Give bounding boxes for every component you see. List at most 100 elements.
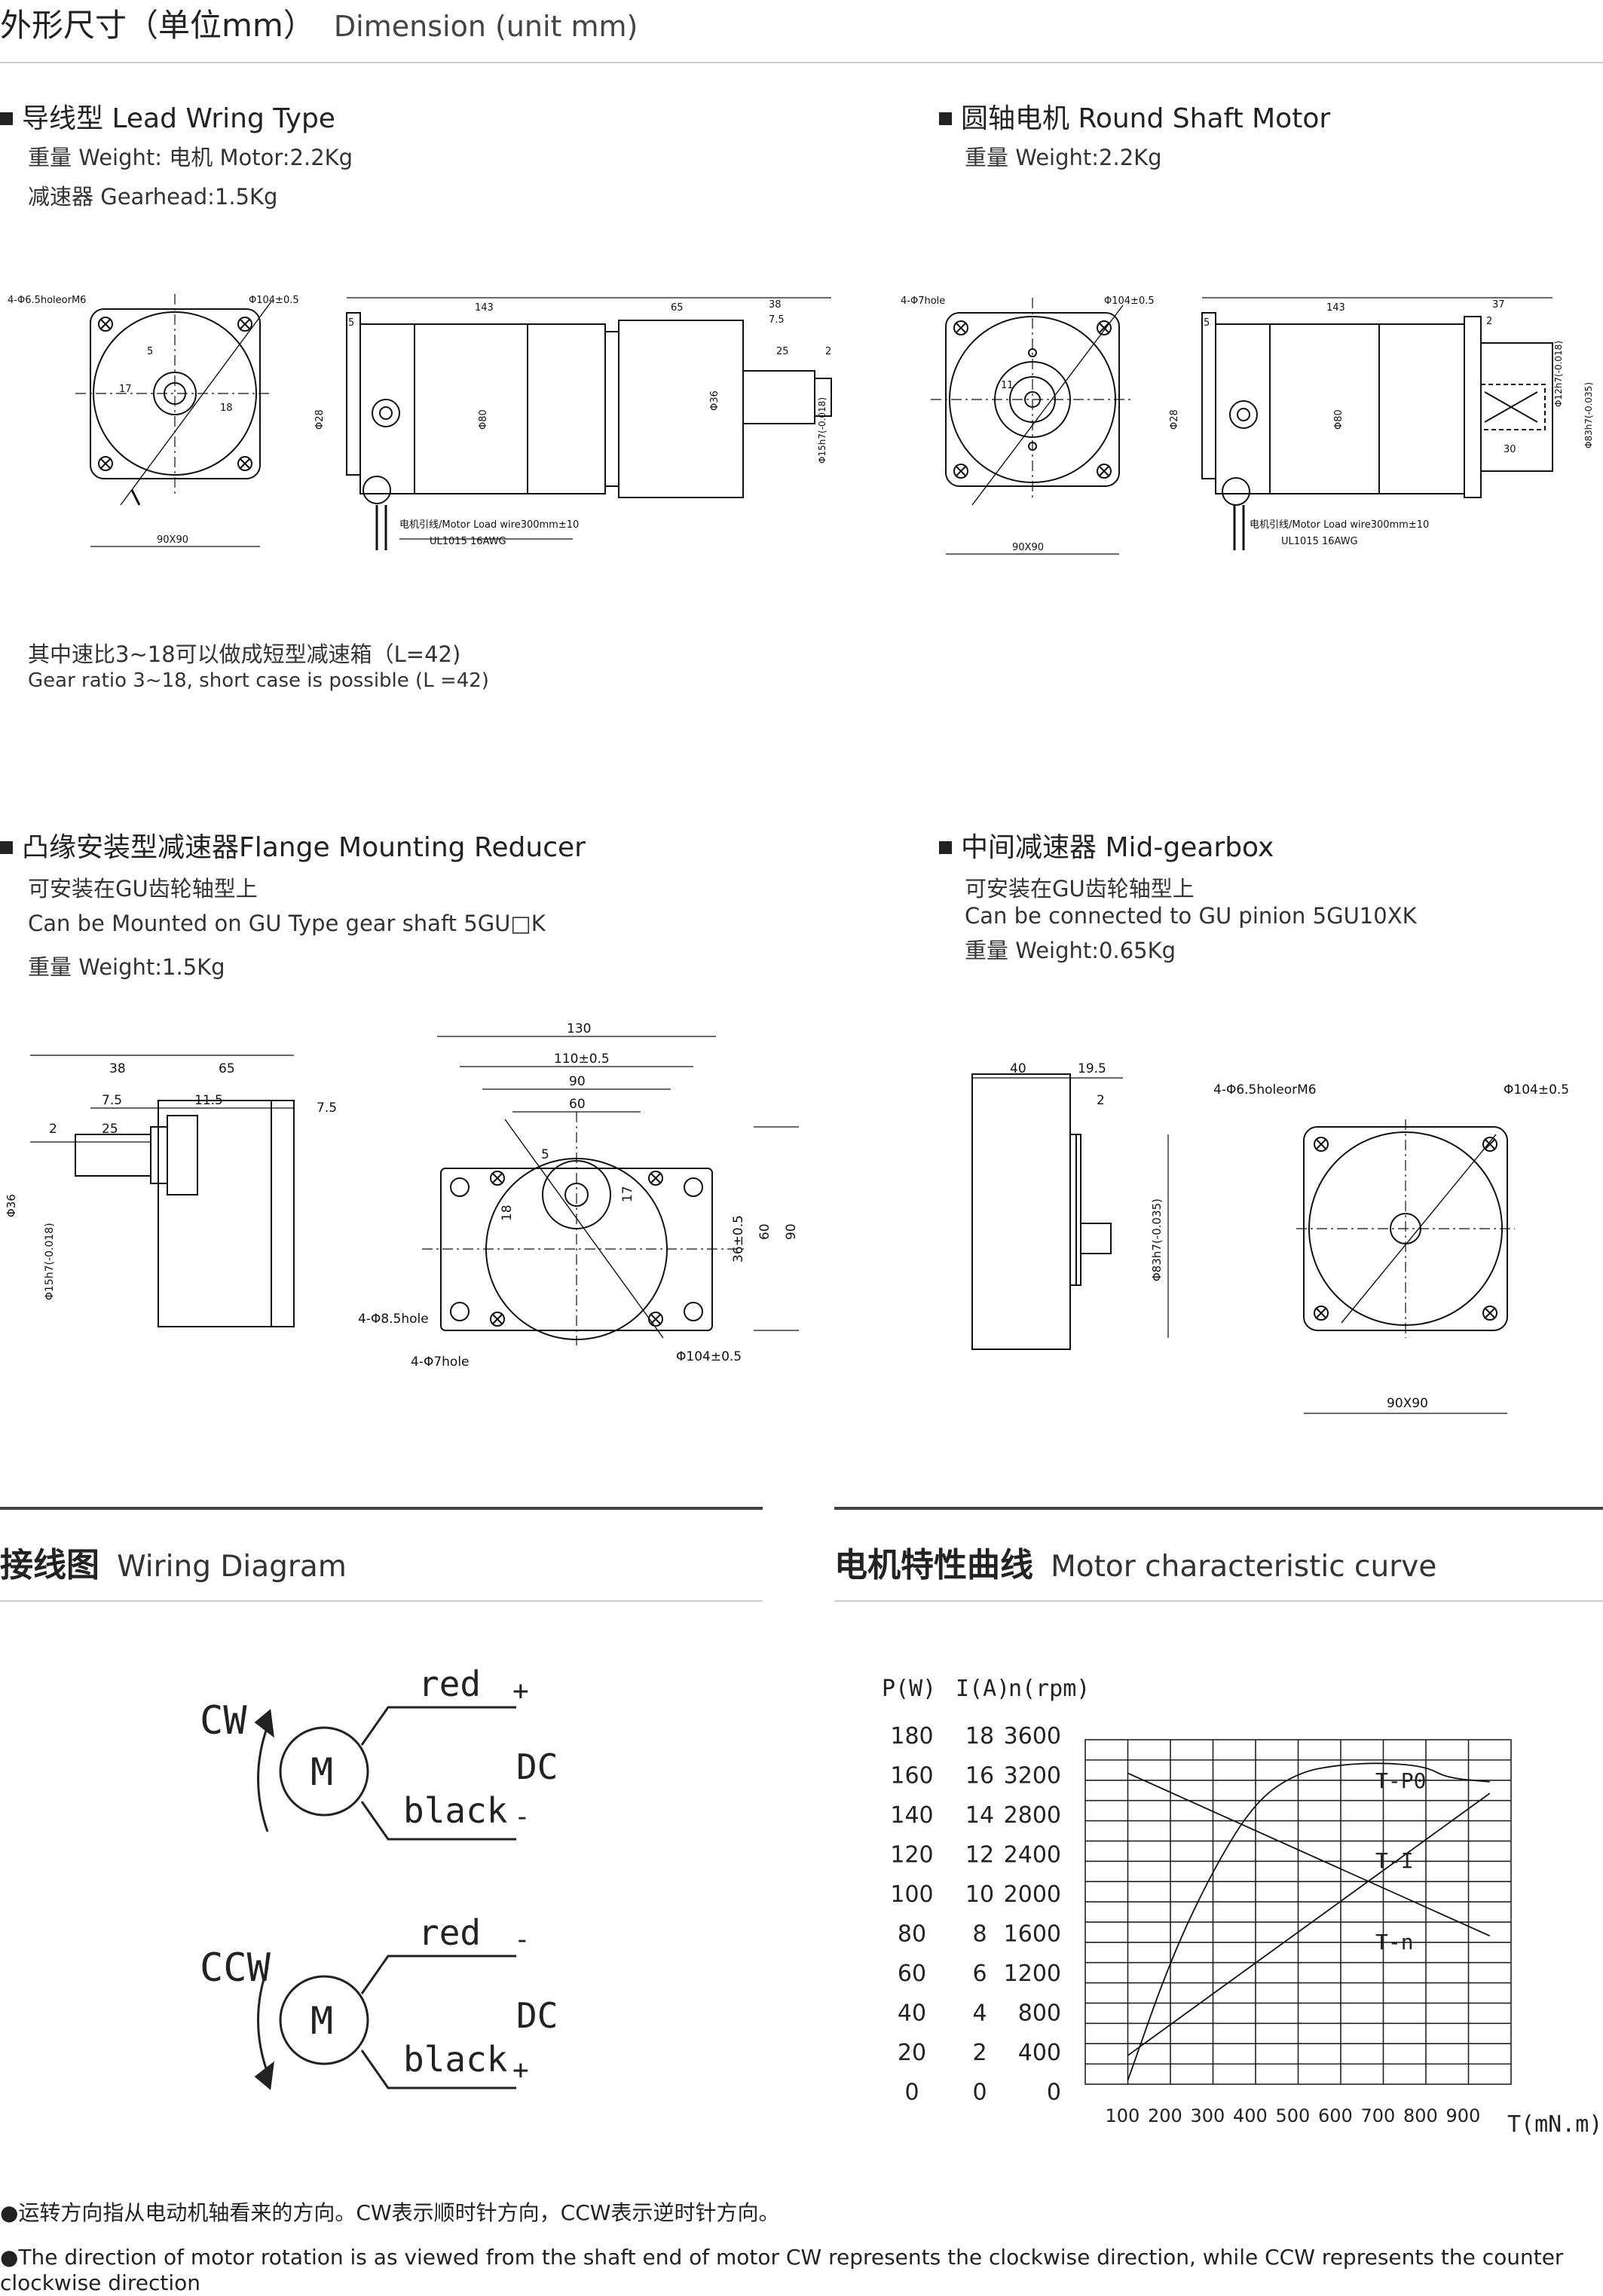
y-tick-i: 2 — [972, 2040, 987, 2066]
lead-wiring-title: 导线型 Lead Wring Type — [0, 96, 335, 136]
dim-holes: 4-Φ6.5holeorM6 — [8, 295, 86, 306]
round-shaft-title: 圆轴电机 Round Shaft Motor — [939, 96, 1330, 136]
svg-text:Φ83h7(-0.035): Φ83h7(-0.035) — [1150, 1199, 1164, 1281]
svg-text:36±0.5: 36±0.5 — [731, 1215, 746, 1263]
dim-wire: 电机引线/Motor Load wire300mm±10 — [399, 519, 579, 531]
mid-gearbox-weight: 重量 Weight:0.65Kg — [965, 938, 1176, 963]
x-tick: 200 — [1148, 2105, 1182, 2126]
series-t-i — [1127, 1792, 1491, 2056]
y-tick-i: 16 — [965, 1763, 994, 1789]
svg-text:7.5: 7.5 — [102, 1093, 122, 1108]
svg-text:18: 18 — [500, 1205, 515, 1221]
curve-top-rule — [834, 1507, 1603, 1510]
svg-text:2: 2 — [1097, 1093, 1105, 1108]
svg-text:Φ12h7(-0.018): Φ12h7(-0.018) — [1553, 341, 1564, 407]
svg-text:60: 60 — [569, 1097, 586, 1112]
series-t-p0 — [1127, 1762, 1490, 2081]
lead-wiring-weight-gear: 减速器 Gearhead:1.5Kg — [28, 184, 278, 210]
y-tick-n: 2400 — [1004, 1842, 1061, 1869]
cw-dc: DC — [516, 1746, 558, 1787]
label-t-n: T-n — [1375, 1930, 1414, 1955]
svg-text:90: 90 — [784, 1223, 799, 1240]
wiring-diagram: CW M red black + - DC CCW M red black - … — [200, 1664, 558, 2090]
svg-text:19.5: 19.5 — [1078, 1061, 1106, 1076]
y-tick-p: 60 — [898, 1961, 926, 1987]
svg-text:2: 2 — [825, 346, 831, 357]
y-tick-i: 12 — [965, 1842, 994, 1869]
y-tick-i: 4 — [972, 2001, 987, 2027]
svg-text:Φ15h7(-0.018): Φ15h7(-0.018) — [44, 1223, 56, 1300]
svg-text:Φ83h7(-0.035): Φ83h7(-0.035) — [1583, 382, 1594, 448]
svg-text:110±0.5: 110±0.5 — [554, 1052, 610, 1067]
wiring-heading-divider — [0, 1600, 763, 1602]
y-tick-n: 400 — [1018, 2040, 1061, 2066]
mid-gearbox-line1: 可安装在GU齿轮轴型上 — [965, 876, 1195, 902]
lead-wiring-drawing: 4-Φ6.5holeorM6 Φ104±0.5 5 17 18 90X90 14… — [8, 294, 832, 550]
y-tick-i: 18 — [965, 1723, 994, 1750]
y-tick-n: 3200 — [1004, 1763, 1061, 1789]
svg-text:17: 17 — [119, 384, 132, 395]
flange-drawing: 38 65 7.5 11.5 7.5 2 25 Φ36 Φ15h7(-0.018… — [5, 1021, 799, 1370]
svg-text:130: 130 — [567, 1021, 591, 1036]
svg-text:38: 38 — [109, 1061, 126, 1076]
y-tick-p: 80 — [898, 1921, 926, 1948]
svg-text:4-Φ8.5hole: 4-Φ8.5hole — [358, 1312, 429, 1327]
svg-text:Φ80: Φ80 — [478, 409, 489, 430]
svg-text:5: 5 — [1204, 317, 1210, 329]
svg-text:Φ36: Φ36 — [709, 390, 720, 411]
svg-text:电机引线/Motor Load wire300mm±10: 电机引线/Motor Load wire300mm±10 — [1250, 519, 1429, 531]
svg-text:5: 5 — [348, 317, 354, 329]
y-tick-p: 140 — [890, 1802, 933, 1829]
y-tick-n: 3600 — [1004, 1723, 1061, 1750]
x-tick: 800 — [1403, 2105, 1438, 2126]
ccw-motor: M — [311, 1999, 333, 2043]
x-tick: 100 — [1106, 2105, 1140, 2126]
ccw-black-label: black — [403, 2039, 507, 2080]
mid-gearbox-drawing: 40 19.5 2 Φ83h7(-0.035) 4-Φ6.5holeorM6 Φ… — [971, 1061, 1569, 1414]
curve-heading: 电机特性曲线 Motor characteristic curve — [834, 1538, 1436, 1586]
ccw-label: CCW — [200, 1945, 271, 1991]
svg-text:7.5: 7.5 — [317, 1101, 337, 1116]
footer-note-cn: ●运转方向指从电动机轴看来的方向。CW表示顺时针方向，CCW表示逆时针方向。 — [0, 2200, 780, 2225]
round-shaft-weight: 重量 Weight:2.2Kg — [965, 145, 1162, 170]
svg-text:Φ28: Φ28 — [314, 409, 326, 430]
svg-text:Φ36: Φ36 — [5, 1194, 18, 1217]
svg-text:30: 30 — [1504, 444, 1516, 455]
svg-text:Φ15h7(-0.018): Φ15h7(-0.018) — [817, 397, 828, 464]
y-tick-i: 8 — [972, 1921, 987, 1948]
lead-wiring-weight-motor: 重量 Weight: 电机 Motor:2.2Kg — [28, 145, 353, 170]
flange-weight: 重量 Weight:1.5Kg — [28, 954, 225, 980]
svg-text:4-Φ6.5holeorM6: 4-Φ6.5holeorM6 — [1213, 1082, 1317, 1097]
cw-black-label: black — [403, 1790, 507, 1831]
svg-text:4-Φ7hole: 4-Φ7hole — [901, 295, 945, 307]
svg-text:65: 65 — [219, 1061, 235, 1076]
hdr-p: P(W) — [882, 1676, 936, 1702]
y-tick-n: 2000 — [1004, 1881, 1061, 1908]
ccw-bot-sign: + — [512, 2055, 529, 2086]
y-tick-i: 6 — [972, 1961, 987, 1987]
mid-gearbox-line2: Can be connected to GU pinion 5GU10XK — [965, 903, 1417, 929]
x-tick: 700 — [1361, 2105, 1396, 2126]
curve-title-en: Motor characteristic curve — [1051, 1550, 1437, 1584]
cw-red-label: red — [418, 1664, 481, 1704]
y-tick-n: 1200 — [1004, 1961, 1061, 1987]
y-tick-n: 0 — [1047, 2080, 1061, 2106]
cw-label: CW — [200, 1698, 247, 1743]
wiring-top-rule — [0, 1507, 763, 1510]
svg-text:UL1015 16AWG: UL1015 16AWG — [1281, 536, 1358, 547]
ccw-red-label: red — [418, 1912, 481, 1953]
y-tick-p: 180 — [890, 1723, 933, 1750]
header-divider — [0, 62, 1603, 63]
footer-note-en: ●The direction of motor rotation is as v… — [0, 2245, 1564, 2295]
label-t-p0: T-P0 — [1375, 1768, 1426, 1793]
y-tick-p: 100 — [890, 1881, 933, 1908]
svg-text:38: 38 — [769, 299, 782, 311]
y-tick-n: 800 — [1018, 2001, 1061, 2027]
ccw-dc: DC — [516, 1995, 558, 2036]
cw-top-sign: + — [512, 1676, 529, 1707]
page-header: 外形尺寸（单位mm） Dimension (unit mm) — [0, 0, 638, 46]
svg-text:Φ104±0.5: Φ104±0.5 — [676, 1349, 742, 1364]
svg-text:37: 37 — [1492, 299, 1505, 311]
svg-text:2: 2 — [49, 1122, 57, 1137]
wiring-heading: 接线图 Wiring Diagram — [0, 1538, 347, 1586]
